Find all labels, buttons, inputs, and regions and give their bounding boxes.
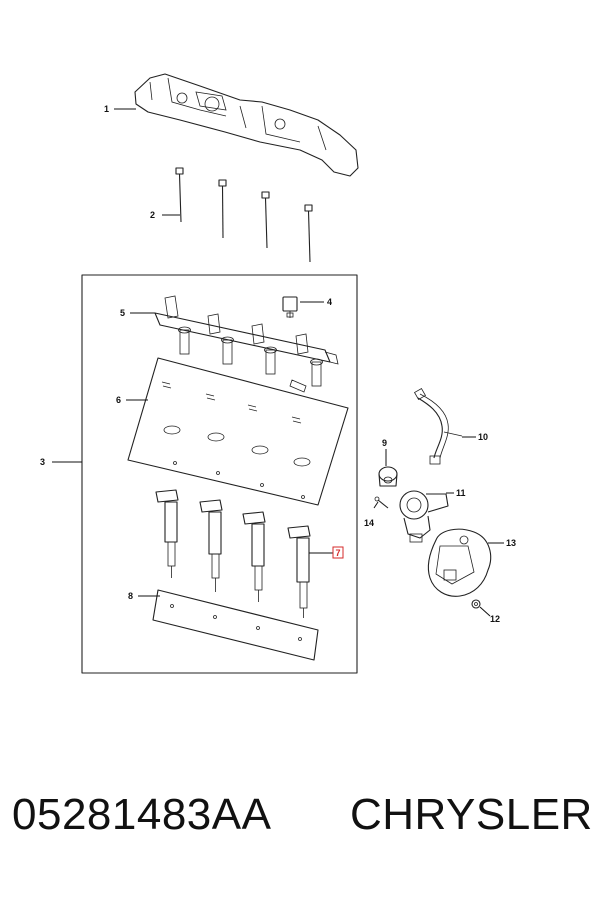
washer — [471, 599, 481, 609]
callout-9: 9 — [382, 438, 387, 448]
pump-follower — [378, 466, 398, 487]
injector-plate — [152, 589, 319, 661]
brand-name: CHRYSLER — [350, 790, 593, 839]
callout-14: 14 — [364, 518, 374, 528]
callout-13: 13 — [506, 538, 516, 548]
part-number: 05281483AA — [12, 790, 272, 839]
callout-6: 6 — [116, 395, 121, 405]
leader-12 — [479, 606, 491, 617]
callout-4: 4 — [327, 297, 332, 307]
fuel-line — [413, 387, 463, 465]
callout-8: 8 — [128, 591, 133, 601]
pump-pin — [374, 496, 389, 509]
fuel-injector — [155, 489, 179, 578]
bolt — [304, 204, 313, 263]
bolt-set — [175, 167, 313, 263]
callout-1: 1 — [104, 104, 109, 114]
engine-cover — [134, 73, 359, 177]
caption-bar: 05281483AA CHRYSLER — [0, 790, 600, 870]
callout-12: 12 — [490, 614, 500, 624]
leader-14 — [373, 501, 379, 509]
fuel-injector — [199, 499, 223, 592]
high-pressure-fuel-pump — [399, 490, 449, 543]
pump-housing — [427, 528, 492, 597]
callout-10: 10 — [478, 432, 488, 442]
bolt — [175, 167, 184, 223]
callout-11: 11 — [456, 488, 466, 498]
fuel-injector-set — [155, 489, 311, 618]
exploded-parts-diagram: 1 2 3 5 4 — [40, 73, 516, 674]
pressure-sensor — [282, 296, 298, 318]
callout-2: 2 — [150, 210, 155, 220]
bolt — [218, 179, 227, 239]
kit-frame — [81, 274, 358, 674]
fuel-rail — [154, 295, 339, 387]
fuel-injector — [287, 525, 311, 618]
callout-7-highlight-box — [332, 546, 344, 559]
fuel-injector — [242, 511, 266, 602]
callout-7: 7 — [336, 548, 341, 558]
callout-5: 5 — [120, 308, 125, 318]
gasket-sheet — [127, 357, 349, 506]
callout-3: 3 — [40, 457, 45, 467]
bolt — [261, 191, 270, 249]
